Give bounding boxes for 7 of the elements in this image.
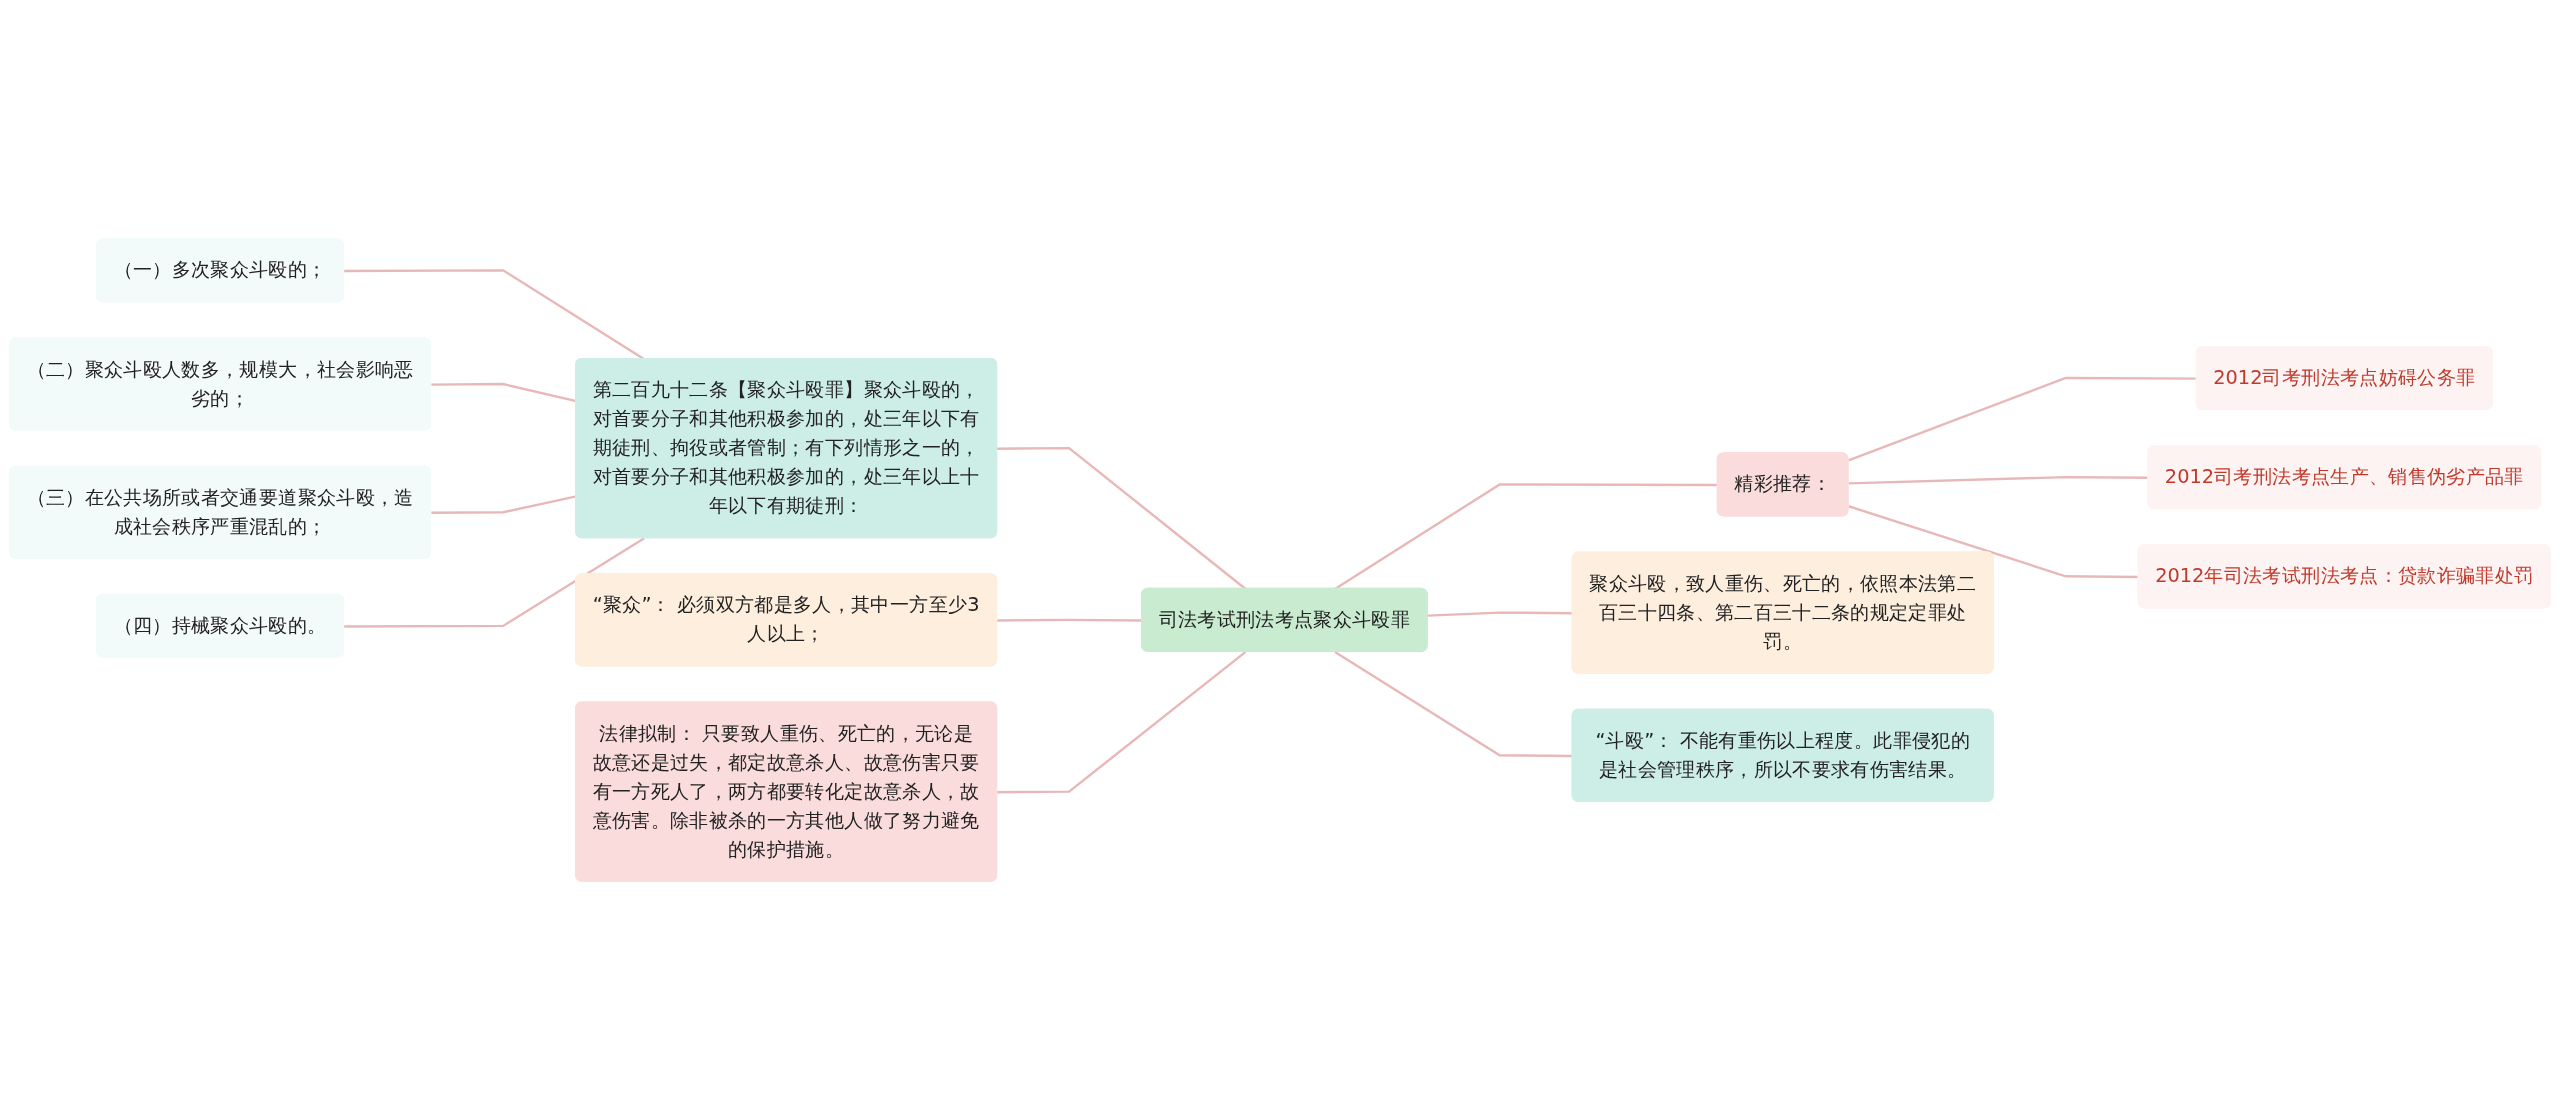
connector [1848, 505, 2139, 579]
connector [1334, 650, 1573, 758]
connector [344, 537, 645, 628]
connector [1427, 611, 1573, 617]
connector [997, 650, 1247, 794]
connector [997, 446, 1247, 590]
connector [1848, 376, 2197, 462]
